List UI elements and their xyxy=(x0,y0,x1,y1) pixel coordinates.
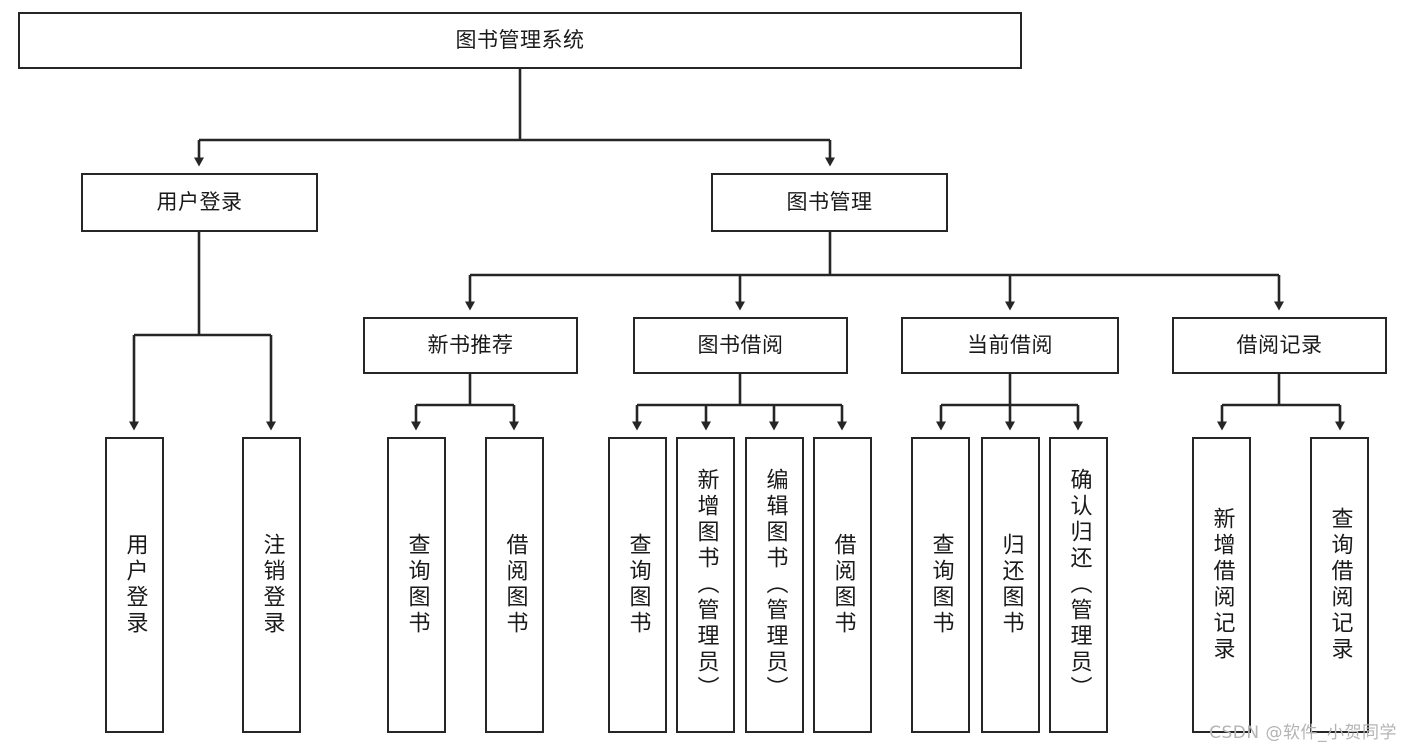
node-current-borrow[interactable]: 当前借阅 xyxy=(901,317,1119,374)
node-user-login[interactable]: 用户登录 xyxy=(81,173,318,232)
node-leaf-add-record[interactable]: 新增借阅记录 xyxy=(1192,437,1251,733)
node-label: 借阅图书 xyxy=(830,533,856,637)
node-label: 查询图书 xyxy=(404,533,430,637)
node-leaf-borrow-book-1[interactable]: 借阅图书 xyxy=(485,437,544,733)
node-root-system[interactable]: 图书管理系统 xyxy=(18,12,1022,69)
node-label: 确认归还（管理员） xyxy=(1066,468,1092,702)
node-leaf-user-login[interactable]: 用户登录 xyxy=(105,437,164,733)
node-leaf-query-record[interactable]: 查询借阅记录 xyxy=(1310,437,1369,733)
node-label: 图书管理系统 xyxy=(455,28,585,53)
node-leaf-query-book-3[interactable]: 查询图书 xyxy=(911,437,970,733)
node-label: 借阅记录 xyxy=(1236,333,1323,358)
csdn-watermark: CSDN @软件_小贺同学 xyxy=(1209,723,1397,743)
node-label: 归还图书 xyxy=(998,533,1024,637)
node-leaf-add-book[interactable]: 新增图书（管理员） xyxy=(676,437,735,733)
node-label: 查询借阅记录 xyxy=(1327,507,1353,663)
node-label: 用户登录 xyxy=(122,533,148,637)
node-label: 新增图书（管理员） xyxy=(693,468,719,702)
node-leaf-query-book-2[interactable]: 查询图书 xyxy=(608,437,667,733)
node-leaf-confirm-return[interactable]: 确认归还（管理员） xyxy=(1049,437,1108,733)
node-leaf-query-book-1[interactable]: 查询图书 xyxy=(387,437,446,733)
node-label: 查询图书 xyxy=(928,533,954,637)
node-label: 用户登录 xyxy=(156,190,243,215)
node-book-manage[interactable]: 图书管理 xyxy=(711,173,948,232)
node-label: 图书借阅 xyxy=(697,333,784,358)
node-label: 新增借阅记录 xyxy=(1209,507,1235,663)
node-label: 编辑图书（管理员） xyxy=(762,468,788,702)
node-leaf-borrow-book-2[interactable]: 借阅图书 xyxy=(813,437,872,733)
node-leaf-logout-login[interactable]: 注销登录 xyxy=(242,437,301,733)
node-leaf-return-book[interactable]: 归还图书 xyxy=(981,437,1040,733)
node-borrow-record[interactable]: 借阅记录 xyxy=(1172,317,1387,374)
node-leaf-edit-book[interactable]: 编辑图书（管理员） xyxy=(745,437,804,733)
node-label: 借阅图书 xyxy=(502,533,528,637)
node-new-book-recommend[interactable]: 新书推荐 xyxy=(363,317,578,374)
node-label: 新书推荐 xyxy=(427,333,514,358)
node-label: 查询图书 xyxy=(625,533,651,637)
node-label: 当前借阅 xyxy=(967,333,1053,358)
node-book-borrow[interactable]: 图书借阅 xyxy=(633,317,848,374)
node-label: 注销登录 xyxy=(259,533,285,637)
node-label: 图书管理 xyxy=(786,190,873,215)
